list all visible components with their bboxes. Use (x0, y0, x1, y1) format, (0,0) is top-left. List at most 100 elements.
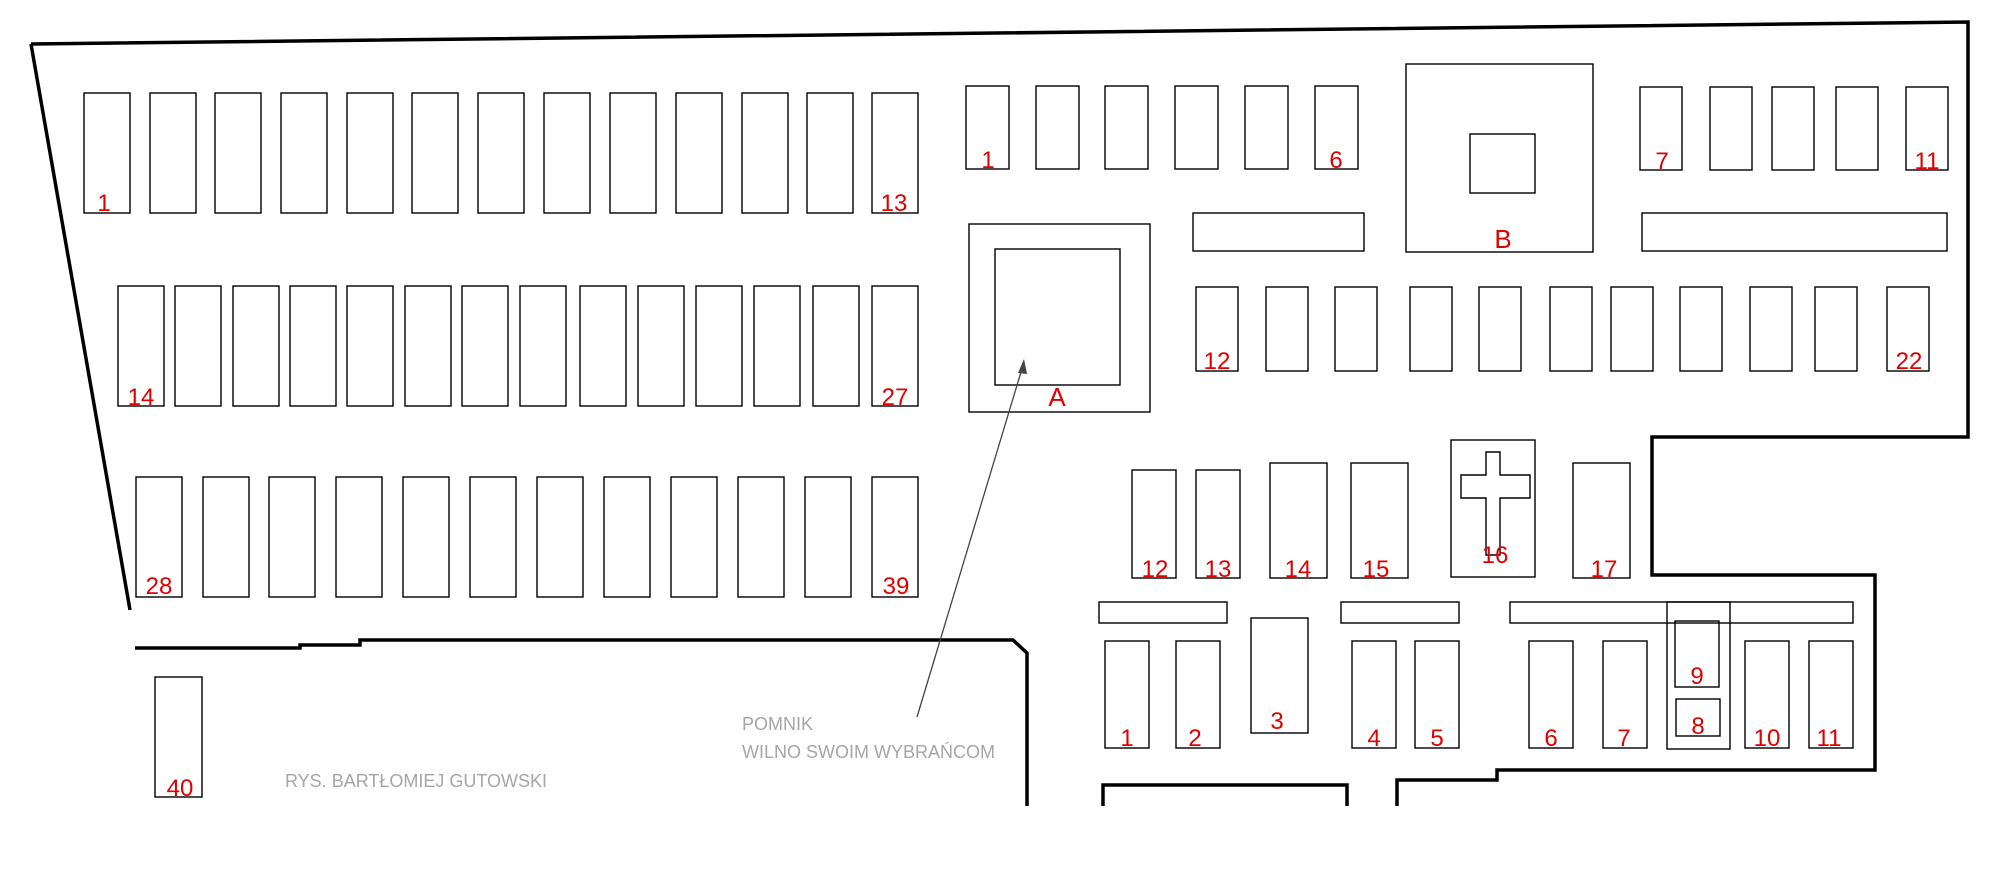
grave-number-1-bottom: 1 (1120, 725, 1133, 752)
grave-plot[interactable] (1905, 86, 1949, 171)
grave-number-6-bottom: 6 (1544, 725, 1557, 752)
grave-plot[interactable] (1174, 85, 1219, 170)
grave-plot[interactable] (174, 285, 222, 407)
grave-plot[interactable] (1450, 439, 1536, 578)
grave-plot[interactable] (1572, 462, 1631, 579)
grave-plot[interactable] (1035, 85, 1080, 170)
grave-plot[interactable] (280, 92, 328, 214)
grave-plot[interactable] (1639, 86, 1683, 171)
grave-plot[interactable] (1886, 286, 1930, 372)
grave-plot[interactable] (83, 92, 131, 214)
grave-plot[interactable] (1709, 86, 1753, 171)
grave-plot[interactable] (289, 285, 337, 407)
grave-plot[interactable] (1602, 640, 1648, 749)
grave-plot[interactable] (1771, 86, 1815, 171)
grave-plot[interactable] (1104, 640, 1150, 749)
grave-plot[interactable] (477, 92, 525, 214)
grave-plot[interactable] (1175, 640, 1221, 749)
grave-plot[interactable] (135, 476, 183, 598)
grave-plot[interactable] (1414, 640, 1460, 749)
grave-plot[interactable] (1814, 286, 1858, 372)
grave-plot[interactable] (1610, 286, 1654, 372)
grave-plot[interactable] (346, 285, 394, 407)
grave-plot[interactable] (695, 285, 743, 407)
grave-plot[interactable] (1314, 85, 1359, 170)
grave-plot[interactable] (753, 285, 801, 407)
grave-plot[interactable] (1195, 286, 1239, 372)
grave-number-7-bottom: 7 (1617, 725, 1630, 752)
monument-b-inner[interactable] (1469, 133, 1536, 194)
grave-number-14: 14 (128, 384, 155, 411)
grave-plot[interactable] (335, 476, 383, 598)
grave-plot[interactable] (469, 476, 517, 598)
grave-plot[interactable] (1351, 640, 1397, 749)
grave-plot[interactable] (1250, 617, 1309, 734)
grave-plot[interactable] (1679, 286, 1723, 372)
path-bar (1098, 601, 1228, 624)
grave-plot[interactable] (461, 285, 509, 407)
grave-plot[interactable] (1744, 640, 1790, 749)
grave-plot[interactable] (1244, 85, 1289, 170)
grave-plot[interactable] (1334, 286, 1378, 372)
grave-plot[interactable] (1549, 286, 1593, 372)
grave-plot[interactable] (609, 92, 657, 214)
grave-plot[interactable] (675, 92, 723, 214)
grave-plot[interactable] (871, 476, 919, 598)
grave-plot[interactable] (741, 92, 789, 214)
bottom-row-numbers: 1 2 3 4 5 6 7 9 8 10 11 (1120, 663, 1841, 752)
grave-number-6-upper: 6 (1329, 147, 1342, 174)
grave-plot[interactable] (1835, 86, 1879, 171)
grave-plot[interactable] (1478, 286, 1522, 372)
grave-plot[interactable] (1808, 640, 1854, 749)
monument-caption-line2: WILNO SWOIM WYBRAŃCOM (742, 742, 995, 762)
grave-plot[interactable] (804, 476, 852, 598)
cross-icon (1460, 451, 1531, 556)
grave-plot[interactable] (871, 285, 919, 407)
path-bar (1340, 601, 1460, 624)
grave-plot[interactable] (1674, 620, 1720, 688)
grave-number-4-bottom: 4 (1367, 725, 1380, 752)
grave-number-22: 22 (1896, 348, 1923, 375)
row-1-plots (83, 92, 919, 214)
grave-plot[interactable] (1749, 286, 1793, 372)
grave-plot[interactable] (117, 285, 165, 407)
grave-plot[interactable] (737, 476, 785, 598)
grave-plot[interactable] (1265, 286, 1309, 372)
grave-plot[interactable] (1675, 698, 1721, 737)
grave-plot[interactable] (536, 476, 584, 598)
grave-plot[interactable] (202, 476, 250, 598)
grave-plot[interactable] (806, 92, 854, 214)
grave-plot[interactable] (149, 92, 197, 214)
grave-plot[interactable] (603, 476, 651, 598)
grave-plot[interactable] (812, 285, 860, 407)
grave-plot[interactable] (1528, 640, 1574, 749)
grave-plot[interactable] (519, 285, 567, 407)
grave-plot[interactable] (268, 476, 316, 598)
upper-right-plots (1639, 86, 1949, 171)
grave-plot[interactable] (1131, 469, 1177, 579)
grave-plot[interactable] (543, 92, 591, 214)
grave-plot[interactable] (404, 285, 452, 407)
grave-plot[interactable] (965, 85, 1010, 170)
pointer-arrowhead (1018, 359, 1027, 374)
grave-plot[interactable] (1195, 469, 1241, 579)
grave-plot-40[interactable] (154, 676, 203, 798)
grave-plot[interactable] (411, 92, 459, 214)
grave-plot[interactable] (214, 92, 262, 214)
grave-plot[interactable] (579, 285, 627, 407)
grave-plot[interactable] (1409, 286, 1453, 372)
grave-plot[interactable] (1269, 462, 1328, 579)
grave-plot[interactable] (871, 92, 919, 214)
grave-plot[interactable] (637, 285, 685, 407)
monument-a-outer[interactable] (968, 223, 1151, 413)
monument-a-inner[interactable] (994, 248, 1121, 386)
monument-b-outer[interactable] (1405, 63, 1594, 253)
grave-plot[interactable] (670, 476, 718, 598)
grave-plot[interactable] (232, 285, 280, 407)
grave-plot[interactable] (1104, 85, 1149, 170)
grave-number-15-lower: 15 (1363, 556, 1390, 583)
grave-plot[interactable] (1350, 462, 1409, 579)
grave-plot[interactable] (346, 92, 394, 214)
grave-plot[interactable] (402, 476, 450, 598)
